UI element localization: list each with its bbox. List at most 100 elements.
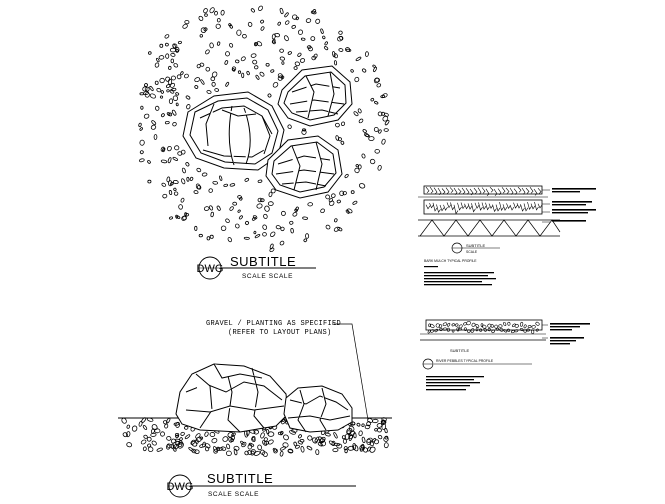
gravel-pebble	[267, 93, 272, 98]
gravel-pebble	[172, 156, 179, 161]
mulch-texture-mark	[497, 188, 502, 196]
gravel-pebble	[227, 237, 232, 243]
gravel-pebble	[369, 158, 376, 165]
gravel-pebble	[160, 90, 164, 94]
gravel-pebble	[184, 425, 189, 430]
gravel-pebble	[166, 89, 170, 93]
gravel-pebble	[175, 102, 179, 107]
gravel-pebble	[181, 167, 186, 174]
gravel-pebble	[456, 327, 460, 332]
gravel-pebble	[199, 443, 206, 448]
gravel-pebble	[198, 233, 203, 238]
gravel-pebble	[175, 421, 181, 428]
gravel-pebble	[427, 329, 431, 334]
detail-bark-mulch: SUBTITLE SCALE BARK MULCH TYPICAL PROFIL…	[418, 185, 596, 286]
gravel-pebble	[262, 440, 268, 446]
gravel-pebble	[166, 84, 171, 89]
gravel-pebble	[149, 93, 156, 99]
gravel-pebble	[260, 449, 266, 455]
gravel-pebble	[168, 180, 173, 187]
gravel-pebble	[280, 226, 285, 232]
gravel-pebble	[156, 57, 160, 63]
gravel-pebble	[172, 95, 179, 101]
gravel-pebble	[172, 179, 179, 185]
mulch-texture-mark	[525, 187, 530, 194]
gravel-pebble	[490, 324, 494, 328]
gravel-pebble	[138, 158, 145, 163]
gravel-pebble	[253, 450, 261, 456]
plan-title: SUBTITLE	[230, 254, 296, 269]
gravel-pebble	[204, 13, 208, 17]
gravel-pebble	[243, 236, 250, 240]
gravel-pebble	[231, 435, 235, 441]
mulch-texture-mark	[465, 188, 470, 195]
gravel-pebble	[487, 323, 492, 328]
mulch-texture-mark	[520, 204, 525, 212]
gravel-pebble	[494, 324, 499, 329]
gravel-pebble	[340, 140, 345, 145]
gravel-pebble	[366, 437, 373, 443]
gravel-pebble	[235, 59, 240, 64]
gravel-pebble	[260, 19, 265, 24]
gravel-pebble	[523, 329, 527, 333]
mulch-texture-mark	[453, 187, 458, 195]
gravel-pebble	[342, 191, 347, 196]
plan-gravel-scatter	[138, 5, 390, 253]
gravel-pebble	[506, 328, 511, 332]
gravel-pebble	[260, 26, 265, 31]
gravel-pebble	[340, 121, 346, 127]
gravel-pebble	[203, 8, 208, 14]
mulch-texture-mark	[485, 202, 490, 211]
gravel-pebble	[273, 448, 278, 454]
gravel-pebble	[299, 58, 306, 63]
gravel-pebble	[177, 40, 182, 45]
gravel-pebble	[241, 441, 247, 448]
gravel-pebble	[345, 209, 350, 214]
gravel-pebble	[322, 35, 326, 40]
gravel-pebble	[255, 74, 260, 80]
gravel-pebble	[183, 73, 189, 79]
section-callout-line1: GRAVEL / PLANTING AS SPECIFIED	[206, 320, 341, 328]
gravel-pebble	[161, 182, 167, 187]
gravel-pebble	[277, 21, 281, 26]
gravel-pebble	[175, 434, 180, 438]
gravel-pebble	[196, 436, 202, 443]
gravel-pebble	[333, 432, 338, 439]
gravel-pebble	[143, 113, 150, 119]
gravel-pebble	[374, 148, 380, 154]
gravel-pebble	[173, 187, 177, 192]
gravel-pebble	[147, 160, 151, 164]
plan-tag-code: DWG	[197, 263, 224, 275]
gravel-pebble	[507, 321, 511, 326]
gravel-pebble	[373, 439, 380, 445]
gravel-pebble	[165, 76, 171, 82]
gravel-pebble	[262, 224, 268, 230]
mulch-texture-mark	[481, 187, 486, 194]
mulch-texture-mark	[478, 202, 483, 211]
gravel-pebble	[198, 15, 204, 21]
mulch-texture-mark	[493, 188, 498, 196]
mulch-texture-mark	[488, 203, 494, 209]
gravel-pebble	[339, 190, 345, 196]
gravel-pebble	[451, 323, 456, 327]
gravel-pebble	[282, 442, 289, 448]
mulch-texture-mark	[467, 203, 473, 210]
gravel-pebble	[196, 63, 201, 69]
gravel-pebble	[272, 40, 276, 45]
gravel-pebble	[159, 43, 164, 48]
gravel-pebble	[381, 423, 387, 430]
gravel-pebble	[180, 149, 186, 155]
mulch-texture-mark	[495, 204, 501, 212]
gravel-pebble	[318, 438, 325, 444]
gravel-pebble	[305, 18, 312, 23]
gravel-pebble	[162, 193, 168, 199]
gravel-pebble	[178, 204, 183, 210]
gravel-pebble	[121, 417, 127, 424]
gravel-pebble	[257, 444, 262, 451]
mulch-texture-mark	[509, 204, 515, 211]
gravel-pebble	[225, 51, 230, 57]
gravel-pebble	[463, 327, 467, 331]
mulch-texture-mark	[429, 186, 434, 194]
gravel-pebble	[215, 23, 221, 29]
mulch-texture-mark	[469, 188, 474, 196]
